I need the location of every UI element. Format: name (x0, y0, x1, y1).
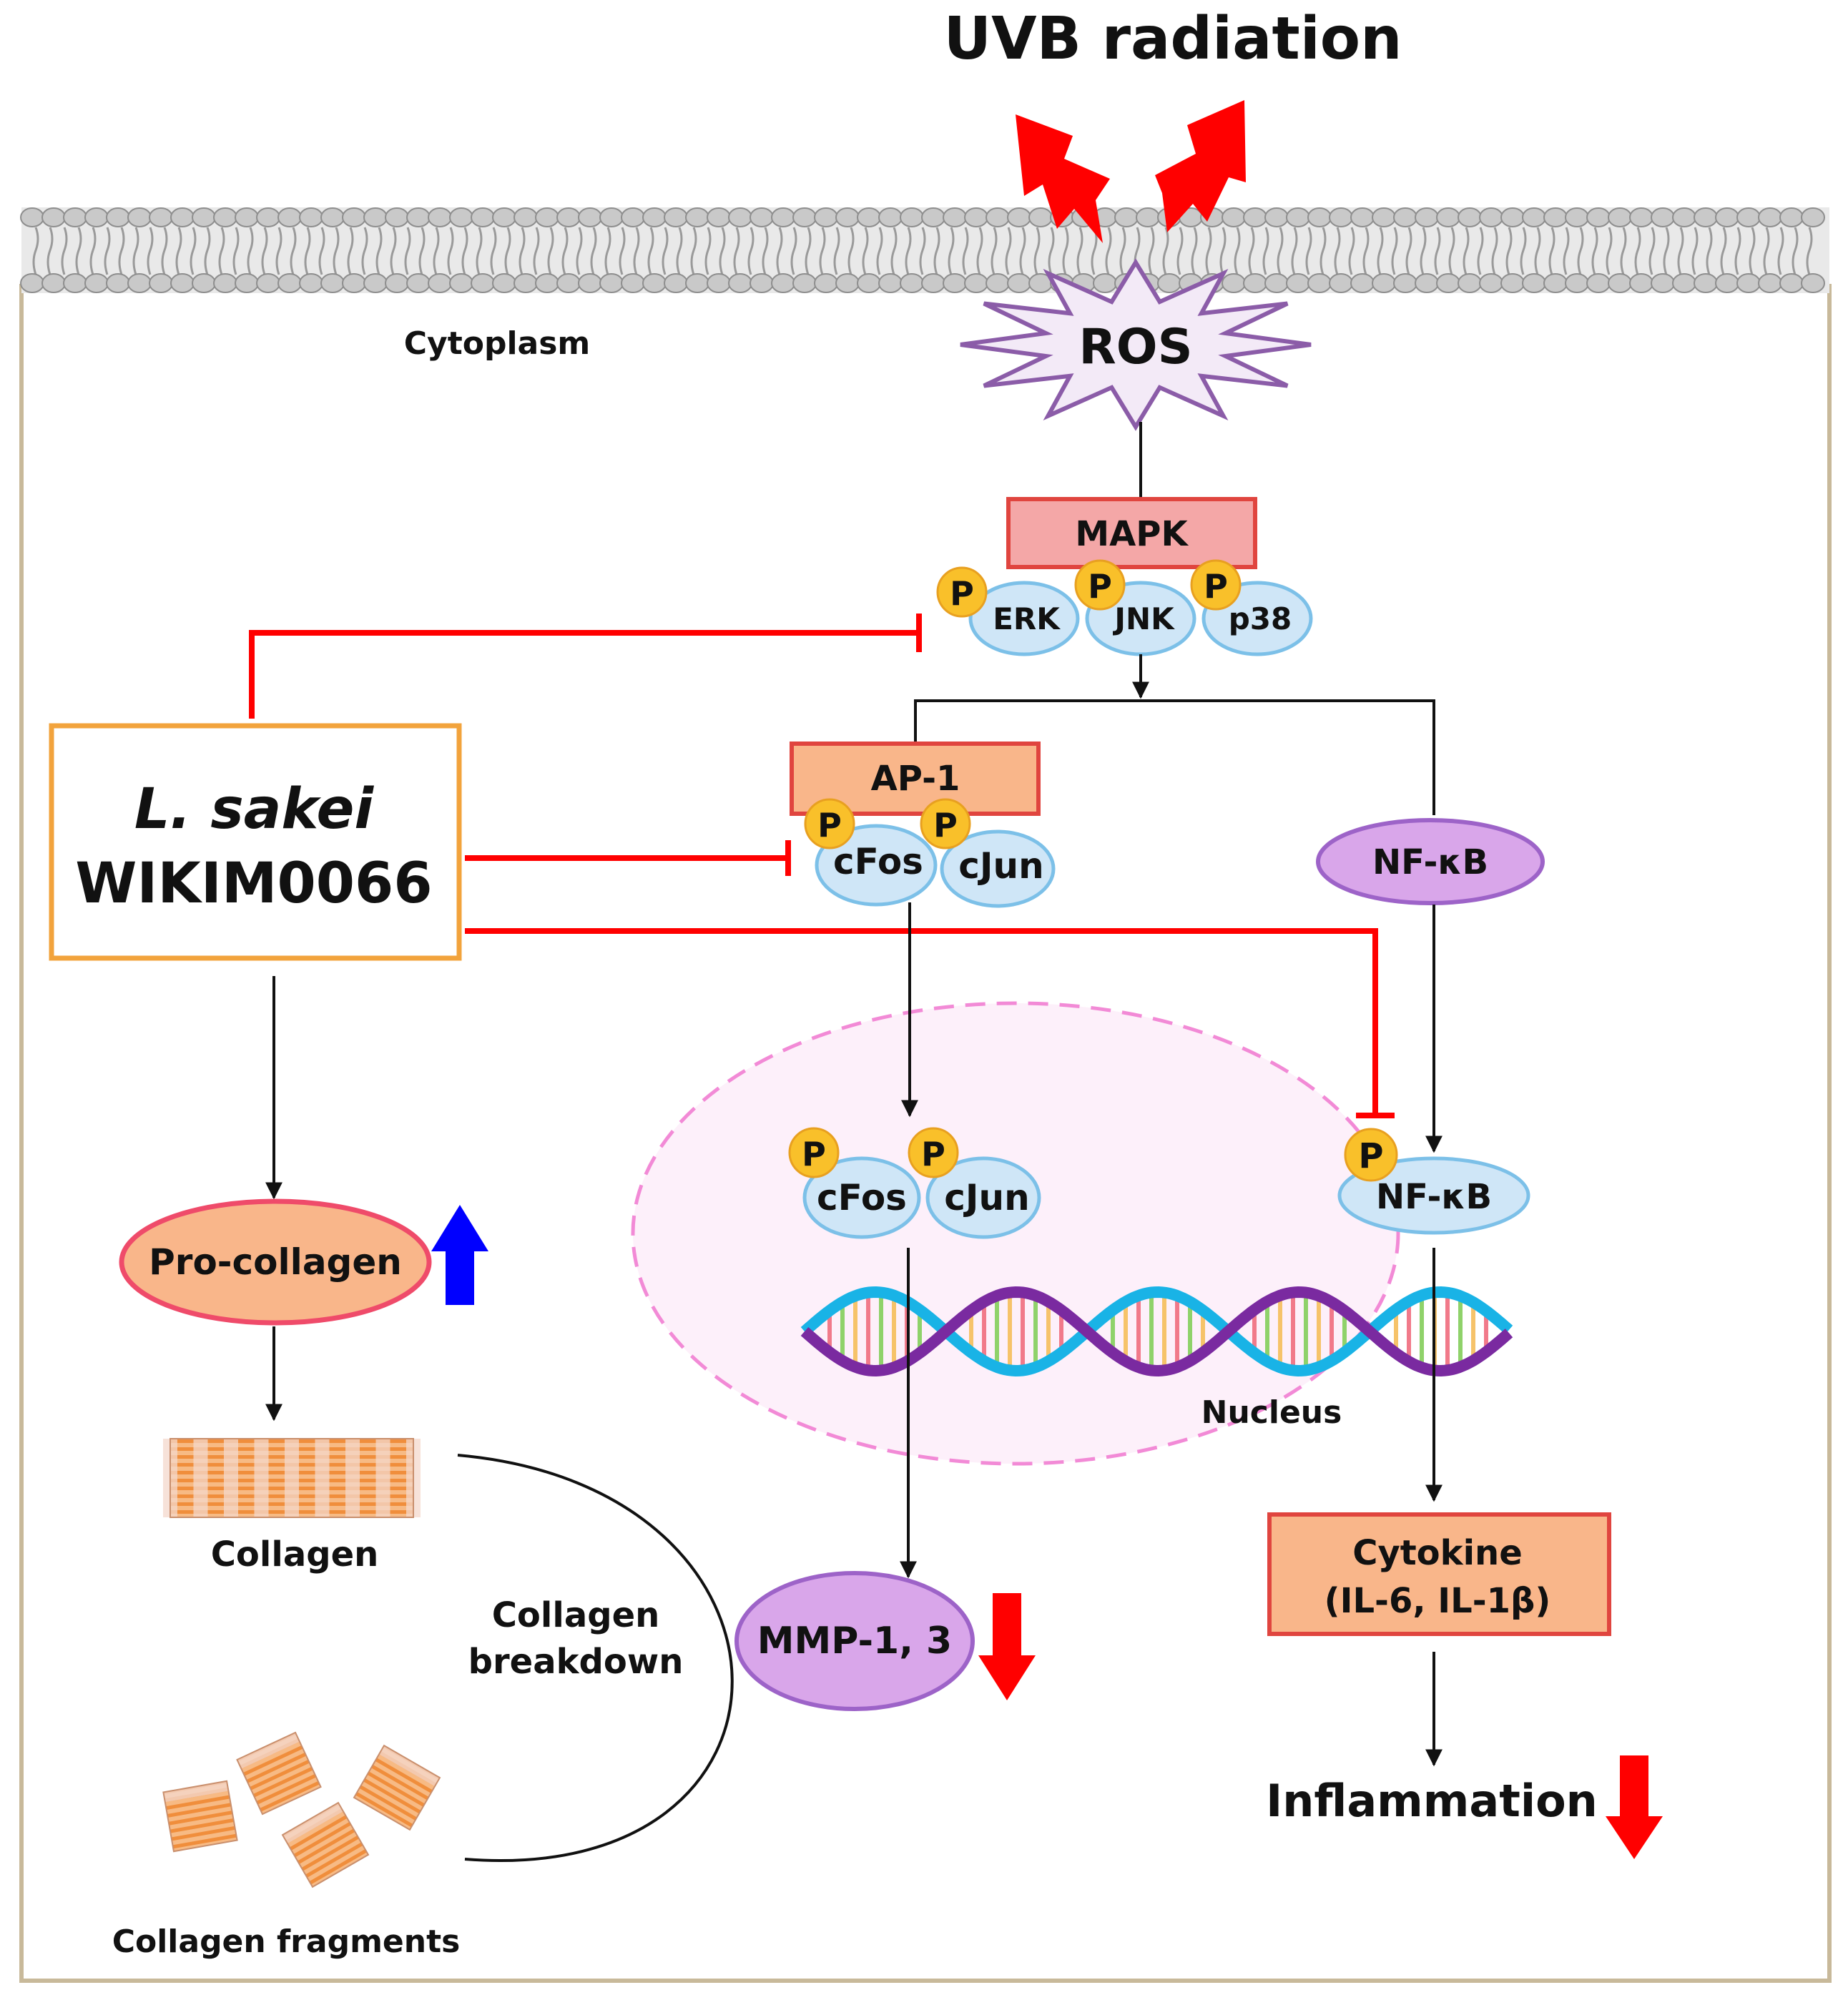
mmp-label: MMP-1, 3 (757, 1620, 953, 1662)
phospho-label: P (1204, 567, 1228, 606)
cytoplasm-label: Cytoplasm (404, 325, 591, 362)
phospho-badge (936, 566, 988, 618)
phospho-label: P (802, 1135, 826, 1173)
cytokine-box (1267, 1512, 1611, 1636)
mmp-oval (734, 1571, 975, 1711)
lsakei-box (49, 723, 462, 961)
diagram-title: UVB radiation (943, 5, 1402, 73)
phospho-label: P (1088, 567, 1112, 606)
cell-membrane (20, 207, 1829, 293)
phospho-badge (804, 798, 855, 849)
cfos-nuclear-oval (802, 1156, 921, 1239)
decrease-arrow-icon (1606, 1755, 1663, 1859)
phospho-label: P (817, 806, 842, 844)
collagen-fiber-icon (163, 1438, 421, 1518)
ros-starburst (960, 258, 1312, 431)
ros-label: ROS (1078, 319, 1192, 375)
procollagen-oval (119, 1198, 432, 1326)
phospho-badge (908, 1127, 959, 1178)
cfos-nuclear-label: cFos (817, 1177, 907, 1218)
nfkb-nuclear-oval (1337, 1156, 1530, 1235)
lsakei-name-label: L. sakei (134, 777, 375, 842)
phospho-badge (1344, 1128, 1398, 1182)
nfkb-oval (1316, 818, 1545, 905)
nfkb-nuclear-label: NF-κB (1376, 1177, 1492, 1217)
breakdown-label: Collagen (492, 1595, 660, 1635)
phospho-label: P (921, 1135, 945, 1173)
erk-label: ERK (993, 601, 1061, 636)
lsakei-strain-label: WIKIM0066 (75, 852, 432, 916)
erk-oval (968, 581, 1080, 656)
phospho-badge (788, 1127, 840, 1178)
cjun-nuclear-label: cJun (944, 1177, 1029, 1218)
p38-label: p38 (1229, 601, 1292, 636)
cfos-oval (815, 824, 938, 907)
cytokine-label: Cytokine (1352, 1533, 1523, 1573)
cjun-oval (940, 829, 1056, 908)
jnk-label: JNK (1112, 601, 1175, 636)
mapk-box (1006, 497, 1257, 569)
cytokine-detail-label: (IL-6, IL-1β) (1324, 1581, 1551, 1621)
fragments-label: Collagen fragments (112, 1923, 461, 1960)
phospho-label: P (950, 574, 974, 613)
phospho-badge (1190, 559, 1242, 611)
uvb-bolt-icon (1155, 100, 1246, 232)
phospho-label: P (1358, 1136, 1383, 1176)
nucleus-label: Nucleus (1201, 1394, 1342, 1431)
uvb-bolt-icon (1016, 114, 1110, 243)
inflammation-label: Inflammation (1266, 1775, 1598, 1827)
breakdown-label: breakdown (468, 1642, 684, 1682)
decrease-arrow-icon (978, 1593, 1036, 1700)
cjun-nuclear-oval (925, 1156, 1041, 1239)
inhibit-nfkb-line (465, 928, 1378, 1114)
procollagen-label: Pro-collagen (149, 1241, 402, 1283)
breakdown-arc (457, 1454, 734, 1862)
phospho-label: P (933, 806, 958, 844)
mapk-label: MAPK (1075, 514, 1189, 554)
increase-arrow-icon (431, 1205, 488, 1305)
collagen-label: Collagen (211, 1535, 379, 1575)
mapk-branch-line (914, 699, 1435, 815)
phospho-badge (920, 798, 971, 849)
collagen-fragments-icon (162, 1731, 441, 1888)
nfkb-label: NF-κB (1372, 842, 1488, 882)
dna-helix-icon (800, 1286, 1513, 1377)
cjun-label: cJun (958, 845, 1043, 887)
phospho-badge (1074, 559, 1126, 611)
ap1-label: AP-1 (871, 759, 960, 799)
inhibit-mapk-line (249, 630, 918, 719)
cfos-label: cFos (833, 841, 923, 882)
